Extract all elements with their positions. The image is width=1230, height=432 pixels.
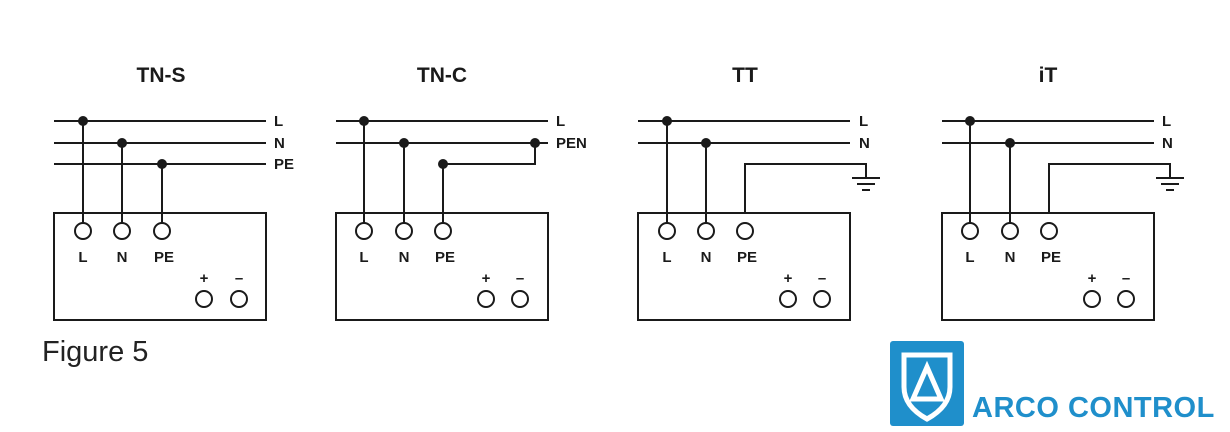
terminal-l	[658, 222, 676, 240]
logo-triangle	[909, 360, 945, 402]
diagram-it: iT L N L N PE + –	[941, 64, 1184, 321]
bus-label-pen: PEN	[556, 135, 587, 152]
terminal-label-n: N	[1005, 249, 1016, 266]
terminal-pe	[153, 222, 171, 240]
junction-dot	[359, 116, 369, 126]
junction-dot	[965, 116, 975, 126]
terminal-label-pe: PE	[154, 249, 174, 266]
junction-dot	[662, 116, 672, 126]
diagram-title: TN-C	[417, 64, 467, 87]
terminal-label-pe: PE	[435, 249, 455, 266]
junction-dot	[530, 138, 540, 148]
earth-wire	[1048, 163, 1171, 223]
terminal-label-pe: PE	[1041, 249, 1061, 266]
diagram-title: TT	[732, 64, 758, 87]
terminal-n	[697, 222, 715, 240]
terminal-pe	[1040, 222, 1058, 240]
bus-label-pe: PE	[274, 156, 294, 173]
bus-label-l: L	[859, 113, 868, 130]
terminal-label-pe: PE	[737, 249, 757, 266]
brand-name: ARCO CONTROL	[972, 392, 1215, 424]
terminal-label-l: L	[359, 249, 368, 266]
bus-label-n: N	[859, 135, 870, 152]
minus-sign: –	[516, 270, 524, 287]
minus-sign: –	[818, 270, 826, 287]
bus-label-n: N	[1162, 135, 1173, 152]
terminal-dc-minus	[1117, 290, 1135, 308]
terminal-label-n: N	[701, 249, 712, 266]
minus-sign: –	[235, 270, 243, 287]
bus-label-l: L	[274, 113, 283, 130]
earth-wire	[744, 163, 867, 223]
diagram-title: TN-S	[137, 64, 186, 87]
diagram-tn-c: TN-C L PEN L N PE + –	[335, 64, 587, 321]
terminal-n	[113, 222, 131, 240]
plus-sign: +	[1088, 270, 1097, 287]
figure-caption: Figure 5	[42, 336, 149, 368]
diagram-tt: TT L N L N PE + –	[637, 64, 880, 321]
terminal-dc-minus	[230, 290, 248, 308]
terminal-pe	[736, 222, 754, 240]
terminal-n	[395, 222, 413, 240]
terminal-label-l: L	[662, 249, 671, 266]
junction-dot	[399, 138, 409, 148]
terminal-dc-plus	[195, 290, 213, 308]
diagram-tn-s: TN-S L N PE L N PE + –	[53, 64, 294, 321]
terminal-label-n: N	[399, 249, 410, 266]
bus-label-l: L	[1162, 113, 1171, 130]
terminal-dc-plus	[779, 290, 797, 308]
minus-sign: –	[1122, 270, 1130, 287]
terminal-pe	[434, 222, 452, 240]
junction-dot	[701, 138, 711, 148]
plus-sign: +	[200, 270, 209, 287]
terminal-n	[1001, 222, 1019, 240]
terminal-l	[74, 222, 92, 240]
diagram-title: iT	[1039, 64, 1058, 87]
terminal-l	[961, 222, 979, 240]
terminal-dc-plus	[1083, 290, 1101, 308]
plus-sign: +	[784, 270, 793, 287]
shield-triangle-icon	[890, 341, 964, 426]
terminal-label-n: N	[117, 249, 128, 266]
bus-label-l: L	[556, 113, 565, 130]
bus-label-n: N	[274, 135, 285, 152]
terminal-label-l: L	[965, 249, 974, 266]
pen-split-wire	[443, 143, 536, 165]
plus-sign: +	[482, 270, 491, 287]
logo-shield-outline	[901, 352, 953, 422]
terminal-dc-plus	[477, 290, 495, 308]
junction-dot	[157, 159, 167, 169]
ground-icon	[852, 177, 880, 191]
terminal-l	[355, 222, 373, 240]
terminal-dc-minus	[511, 290, 529, 308]
junction-dot	[117, 138, 127, 148]
junction-dot	[1005, 138, 1015, 148]
junction-dot	[438, 159, 448, 169]
ground-icon	[1156, 177, 1184, 191]
terminal-label-l: L	[78, 249, 87, 266]
terminal-dc-minus	[813, 290, 831, 308]
junction-dot	[78, 116, 88, 126]
